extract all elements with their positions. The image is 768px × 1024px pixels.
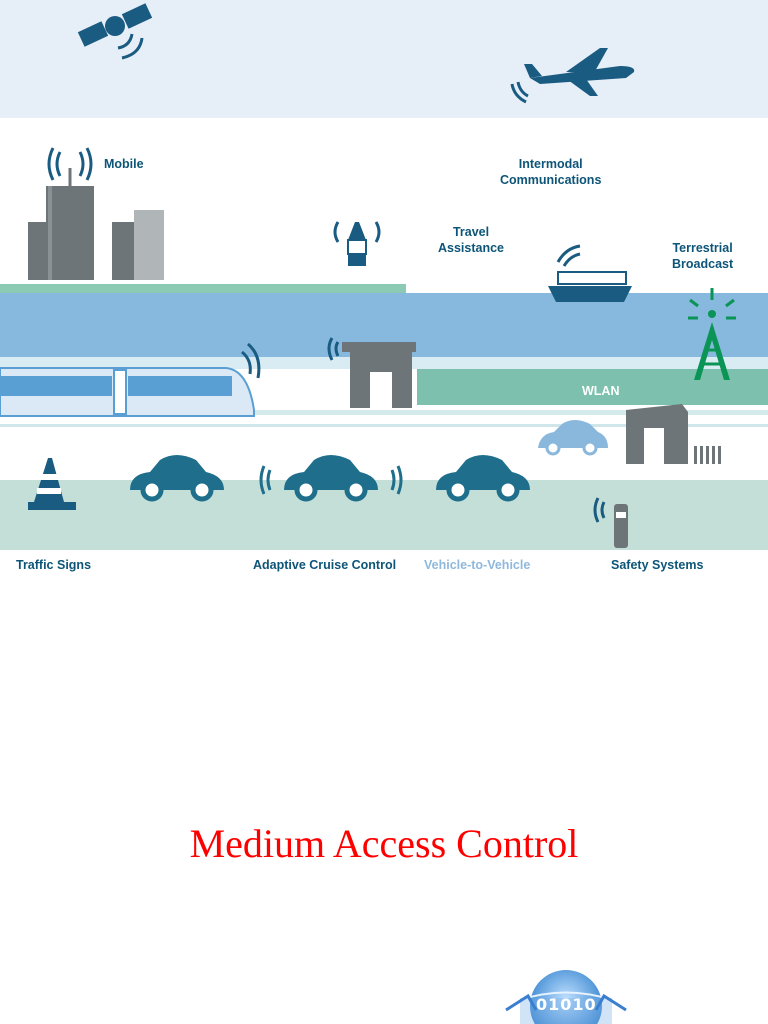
safety-post-icon xyxy=(593,497,628,548)
airplane-icon xyxy=(510,48,635,104)
wlan-band xyxy=(417,369,768,405)
car-left-icon xyxy=(130,455,224,502)
label-travel-assistance: Travel Assistance xyxy=(438,225,505,255)
ship-icon xyxy=(548,244,632,302)
wlan-car-icon xyxy=(538,420,608,456)
car-right-icon xyxy=(436,455,530,502)
label-vehicle-to-vehicle: Vehicle-to-Vehicle xyxy=(424,558,531,572)
grass-strip xyxy=(0,284,406,293)
toll-gate-icon xyxy=(327,337,416,408)
traffic-cone-icon xyxy=(28,458,76,510)
label-mobile: Mobile xyxy=(104,157,144,171)
label-wlan: WLAN xyxy=(582,384,620,398)
v2x-illustration xyxy=(0,3,736,548)
beacon-icon xyxy=(333,221,381,280)
logo-binary-text: 01010 xyxy=(536,995,597,1014)
road-band xyxy=(0,480,768,550)
slide-title: Medium Access Control xyxy=(189,821,579,866)
satellite-icon xyxy=(77,3,153,60)
label-intermodal-communications: Intermodal Communications xyxy=(500,157,602,187)
garage-icon xyxy=(626,404,721,464)
broadcast-antenna-icon xyxy=(688,288,736,380)
v2v-signal-icon xyxy=(259,465,403,495)
label-terrestrial-broadcast: Terrestrial Broadcast xyxy=(672,241,734,271)
label-adaptive-cruise-control: Adaptive Cruise Control xyxy=(253,558,397,572)
rail-line xyxy=(0,424,768,427)
train-icon xyxy=(0,342,261,417)
label-traffic-signs: Traffic Signs xyxy=(16,558,92,572)
mobile-buildings-icon xyxy=(28,147,164,280)
car-center-icon xyxy=(284,455,378,502)
rail-strip xyxy=(0,410,768,415)
label-safety-systems: Safety Systems xyxy=(611,558,704,572)
